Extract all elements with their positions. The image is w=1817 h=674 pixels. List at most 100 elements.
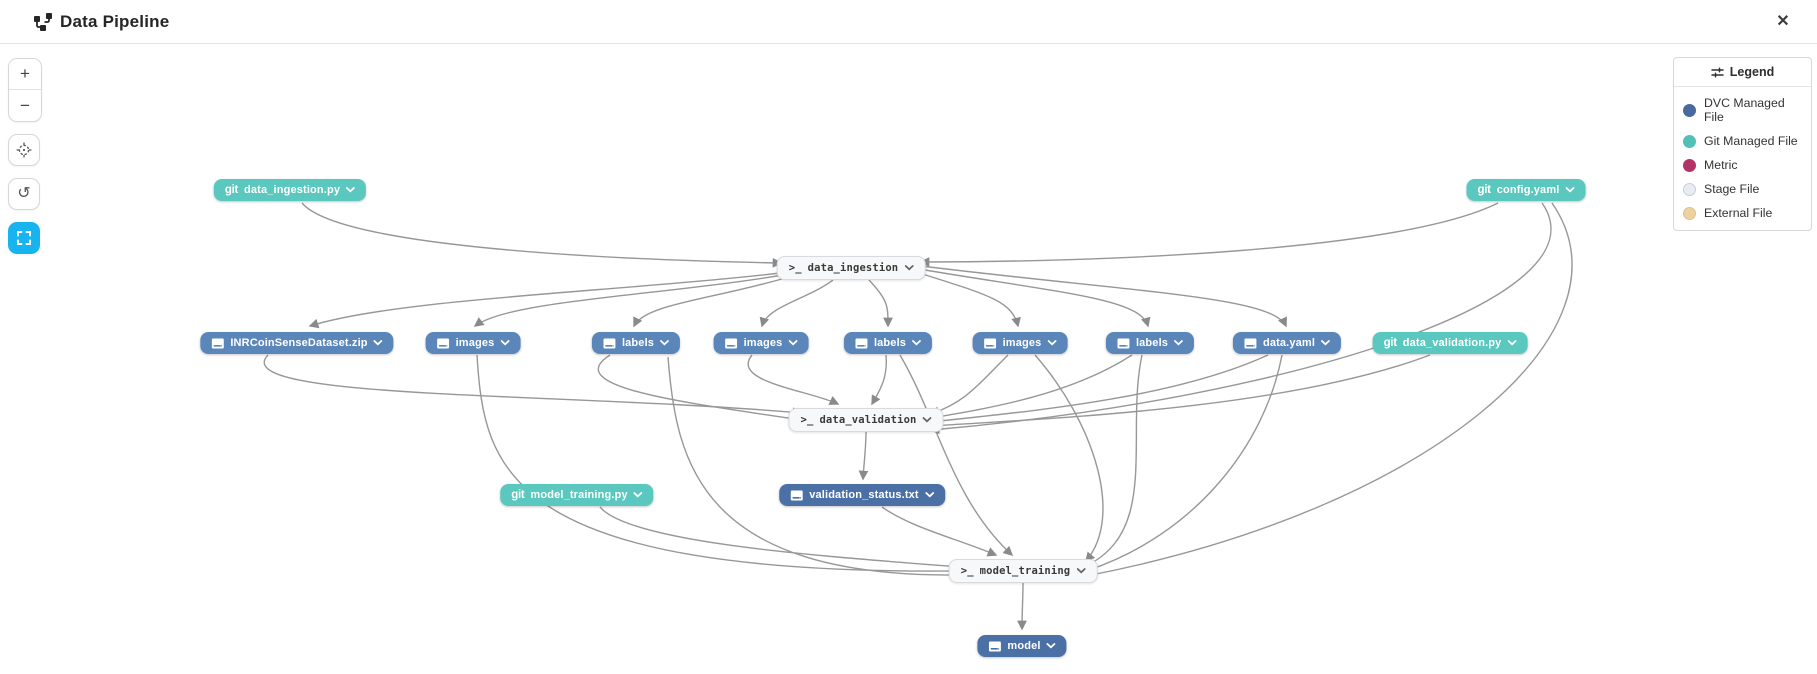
edge-zip->st_dv bbox=[263, 354, 803, 418]
edge-dv_py->st_dv bbox=[929, 354, 1431, 431]
edge-st_di->img1 bbox=[473, 273, 790, 327]
node-label: images bbox=[743, 337, 783, 349]
chevron-down-icon[interactable] bbox=[1174, 340, 1183, 346]
node-images[interactable]: images bbox=[713, 332, 809, 354]
node-label: images bbox=[455, 337, 495, 349]
chevron-down-icon[interactable] bbox=[660, 340, 669, 346]
dvc-file-icon bbox=[1244, 337, 1257, 349]
fit-to-screen-button[interactable] bbox=[8, 222, 40, 254]
edge-st_di->zip bbox=[308, 271, 790, 329]
git-badge: git bbox=[1383, 337, 1397, 349]
zoom-out-button[interactable]: − bbox=[9, 90, 41, 121]
node-label: labels bbox=[873, 337, 907, 349]
legend-color-dot bbox=[1683, 182, 1696, 196]
edge-st_di->dyaml bbox=[912, 264, 1287, 328]
legend-item-dvc-managed-file: DVC Managed File bbox=[1674, 87, 1811, 129]
edge-img2->st_dv bbox=[747, 354, 840, 405]
node-validation-status-txt[interactable]: validation_status.txt bbox=[779, 484, 945, 506]
node-data-ingestion-py[interactable]: git data_ingestion.py bbox=[213, 179, 367, 201]
pipeline-dag-icon bbox=[34, 12, 52, 31]
edge-st_di->img2 bbox=[759, 279, 834, 328]
chevron-down-icon[interactable] bbox=[500, 340, 510, 346]
node-labels[interactable]: labels bbox=[843, 332, 933, 354]
node-data-validation[interactable]: >_ data_validation bbox=[788, 408, 944, 432]
close-icon[interactable]: ✕ bbox=[1771, 10, 1795, 34]
dvc-file-icon bbox=[437, 337, 450, 349]
node-data-ingestion[interactable]: >_ data_ingestion bbox=[776, 256, 926, 280]
chevron-down-icon[interactable] bbox=[904, 265, 914, 271]
chevron-down-icon[interactable] bbox=[924, 492, 934, 498]
chevron-down-icon[interactable] bbox=[373, 340, 383, 346]
page-title: Data Pipeline bbox=[60, 11, 170, 31]
zoom-in-button[interactable]: + bbox=[9, 59, 41, 90]
terminal-prompt-icon: >_ bbox=[788, 262, 802, 274]
edge-cfg->st_dv bbox=[929, 202, 1552, 435]
node-labels[interactable]: labels bbox=[591, 332, 681, 354]
center-target-button[interactable] bbox=[8, 134, 40, 166]
node-data-yaml[interactable]: data.yaml bbox=[1232, 332, 1342, 354]
node-label: labels bbox=[1135, 337, 1169, 349]
edge-st_di->lb2 bbox=[868, 279, 893, 328]
node-label: data_validation bbox=[819, 414, 917, 426]
node-model[interactable]: model bbox=[977, 635, 1067, 657]
git-badge: git bbox=[224, 184, 239, 196]
dvc-file-icon bbox=[211, 337, 224, 349]
edge-cfg->st_mt bbox=[1084, 202, 1573, 580]
legend-item-label: Stage File bbox=[1704, 182, 1760, 196]
chevron-down-icon[interactable] bbox=[1047, 340, 1057, 346]
edge-lb1->st_dv bbox=[597, 354, 803, 424]
chevron-down-icon[interactable] bbox=[633, 492, 643, 498]
edge-lb2->st_mt bbox=[899, 354, 1014, 556]
dvc-file-icon bbox=[790, 489, 803, 501]
node-label: model bbox=[1007, 640, 1041, 652]
chevron-down-icon[interactable] bbox=[922, 417, 932, 423]
dvc-file-icon bbox=[725, 337, 738, 349]
edge-di_py->st_di bbox=[301, 202, 783, 268]
git-badge: git bbox=[1477, 184, 1491, 196]
git-badge: git bbox=[511, 489, 525, 501]
reset-view-button[interactable]: ↺ bbox=[8, 178, 40, 210]
dvc-file-icon bbox=[984, 337, 997, 349]
chevron-down-icon[interactable] bbox=[912, 340, 921, 346]
edge-img1->st_mt bbox=[476, 354, 962, 576]
chevron-down-icon[interactable] bbox=[1507, 340, 1517, 346]
chevron-down-icon[interactable] bbox=[788, 340, 798, 346]
chevron-down-icon[interactable] bbox=[1046, 643, 1056, 649]
node-images[interactable]: images bbox=[972, 332, 1068, 354]
chevron-down-icon[interactable] bbox=[346, 187, 356, 193]
zoom-controls: + − bbox=[8, 58, 42, 122]
chevron-down-icon[interactable] bbox=[1321, 340, 1330, 346]
node-label: validation_status.txt bbox=[809, 489, 919, 501]
node-label: model_training bbox=[979, 565, 1071, 577]
node-images[interactable]: images bbox=[425, 332, 521, 354]
edge-vstat->st_mt bbox=[881, 506, 998, 557]
legend-color-dot bbox=[1683, 158, 1696, 172]
edge-dyaml->st_dv bbox=[929, 354, 1269, 426]
node-labels[interactable]: labels bbox=[1105, 332, 1195, 354]
node-inrcoinsensedataset-zip[interactable]: INRCoinSenseDataset.zip bbox=[200, 332, 394, 354]
node-model-training[interactable]: >_ model_training bbox=[948, 559, 1098, 583]
legend-item-metric: Metric bbox=[1674, 153, 1811, 177]
dvc-file-icon bbox=[988, 640, 1001, 652]
edge-lb2->st_dv bbox=[871, 354, 888, 406]
node-label: data_ingestion bbox=[807, 262, 899, 274]
terminal-prompt-icon: >_ bbox=[960, 565, 974, 577]
terminal-prompt-icon: >_ bbox=[800, 414, 814, 426]
legend-item-label: DVC Managed File bbox=[1704, 96, 1785, 124]
chevron-down-icon[interactable] bbox=[1076, 568, 1086, 574]
node-label: images bbox=[1002, 337, 1042, 349]
edge-lb3->st_dv bbox=[929, 354, 1133, 422]
node-label: labels bbox=[621, 337, 655, 349]
node-label: data_ingestion.py bbox=[244, 184, 341, 196]
chevron-down-icon[interactable] bbox=[1565, 187, 1575, 193]
filter-sliders-icon bbox=[1711, 66, 1724, 78]
legend-item-label: Git Managed File bbox=[1704, 134, 1798, 148]
node-label: data.yaml bbox=[1262, 337, 1316, 349]
